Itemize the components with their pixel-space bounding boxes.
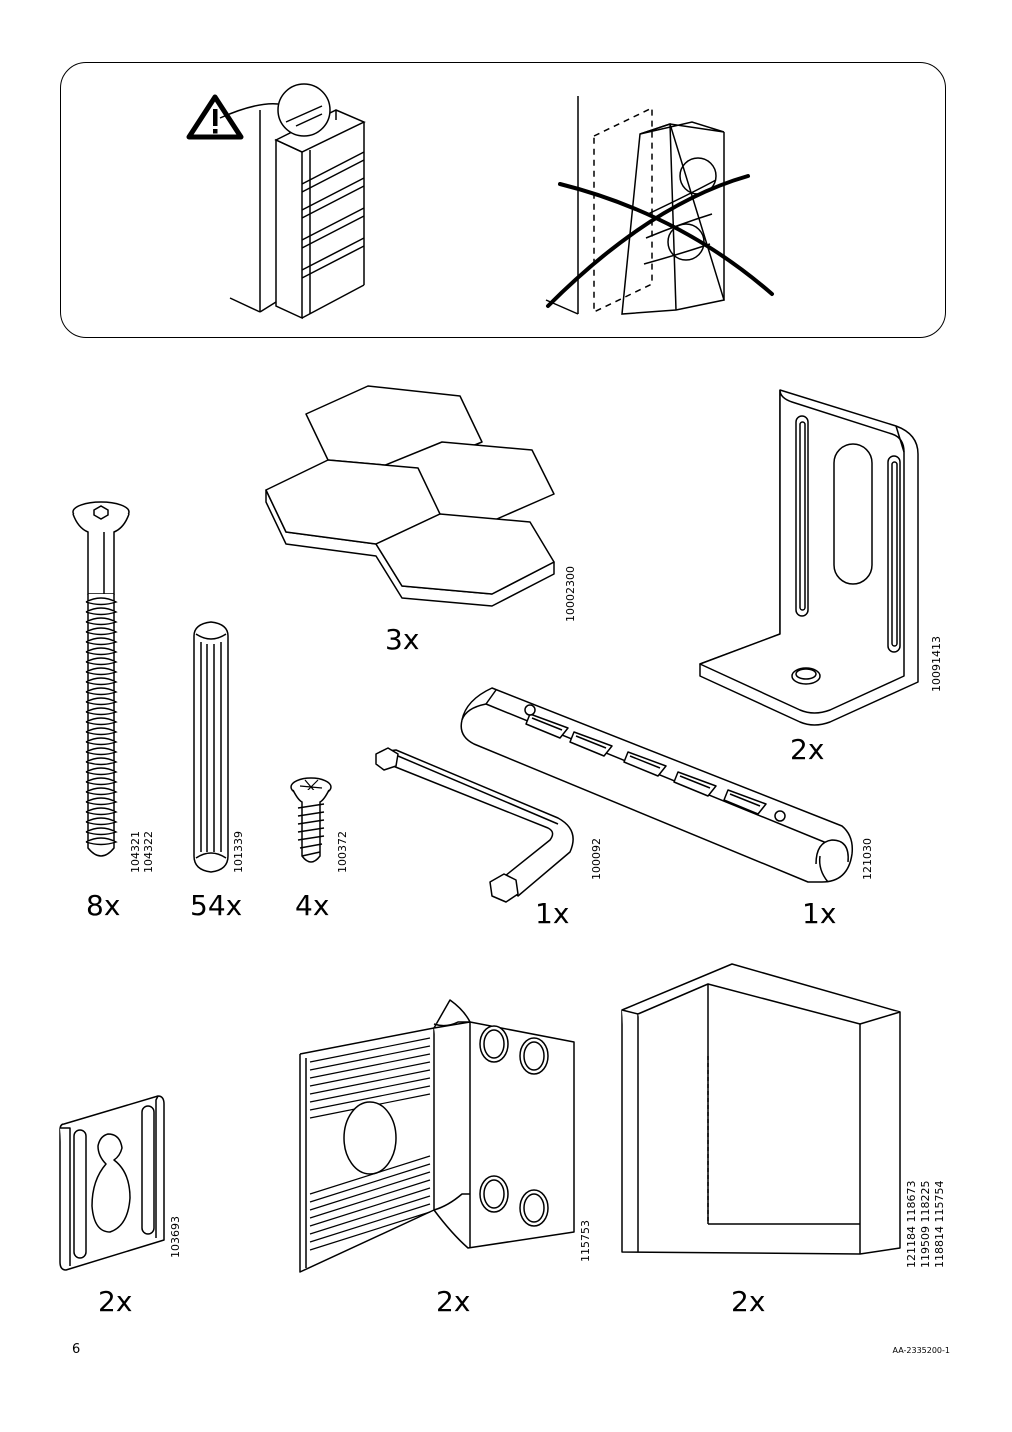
quantity-label: 3x bbox=[385, 623, 420, 656]
article-number: 10091413 bbox=[930, 636, 943, 692]
corner-panel-illustration bbox=[620, 962, 902, 1256]
angle-bracket-illustration bbox=[696, 386, 926, 726]
quantity-label: 4x bbox=[295, 889, 330, 922]
article-number: 100092 bbox=[590, 838, 603, 880]
bookcase-tipping-crossed-illustration bbox=[540, 94, 780, 320]
article-number: 100372 bbox=[336, 831, 349, 873]
quantity-label: 1x bbox=[535, 897, 570, 930]
quantity-label: 8x bbox=[86, 889, 121, 922]
quantity-label: 2x bbox=[790, 733, 825, 766]
long-screw-illustration bbox=[68, 498, 134, 868]
bookcase-anchored-illustration bbox=[226, 80, 376, 320]
article-number: 104321 bbox=[129, 831, 142, 873]
warning-triangle-icon bbox=[186, 94, 244, 140]
quantity-label: 2x bbox=[731, 1285, 766, 1318]
allen-key-illustration bbox=[374, 746, 584, 904]
dowel-illustration bbox=[190, 620, 232, 874]
quantity-label: 54x bbox=[190, 889, 243, 922]
article-number: 118814 115754 bbox=[933, 1180, 946, 1268]
quantity-label: 2x bbox=[98, 1285, 133, 1318]
article-number: 104322 bbox=[142, 831, 155, 873]
quantity-label: 1x bbox=[802, 897, 837, 930]
article-number: 115753 bbox=[579, 1220, 592, 1262]
article-number: 103693 bbox=[169, 1216, 182, 1258]
corner-hinge-bracket-illustration bbox=[298, 998, 578, 1274]
short-screw-illustration bbox=[288, 776, 334, 868]
quantity-label: 2x bbox=[436, 1285, 471, 1318]
article-number: 10002300 bbox=[564, 566, 577, 622]
page-number: 6 bbox=[72, 1342, 81, 1357]
warning-panel bbox=[60, 62, 946, 338]
connector-rail-illustration bbox=[456, 686, 856, 886]
article-number: 121184 118673 bbox=[905, 1180, 918, 1268]
article-number: 101339 bbox=[232, 831, 245, 873]
keyhole-plate-illustration bbox=[58, 1094, 168, 1272]
article-number: 121030 bbox=[861, 838, 874, 880]
document-code: AA-2335200-1 bbox=[892, 1346, 950, 1355]
hexagon-plate-illustration bbox=[264, 384, 556, 620]
article-number: 119509 118225 bbox=[919, 1180, 932, 1268]
